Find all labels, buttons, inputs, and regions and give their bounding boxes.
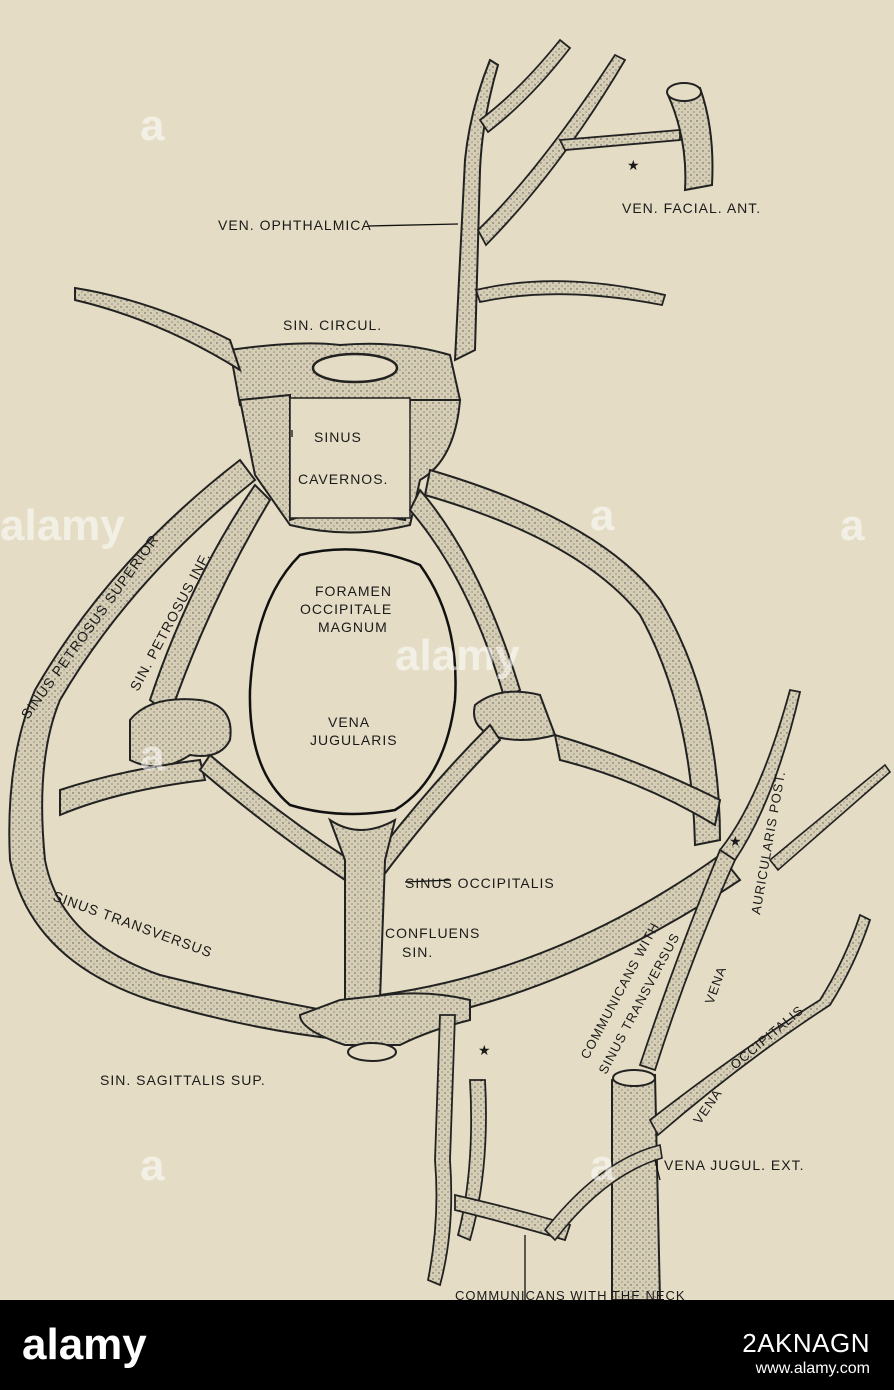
label-sin-sagittalis-sup: SIN. SAGITTALIS SUP. [100, 1072, 266, 1088]
star-marker-2: ★ [729, 833, 743, 849]
watermark-6: a [590, 1141, 615, 1190]
label-ven-ophthalmica: VEN. OPHTHALMICA [218, 217, 372, 233]
venous-diagram: VEN. OPHTHALMICA VEN. FACIAL. ANT. SIN. … [0, 38, 892, 1300]
occipital-center [327, 817, 397, 1001]
right-jugular-bulb [473, 690, 557, 741]
lower-right-branch [543, 1144, 663, 1242]
watermarks: alamy a a a alamy a a a [0, 101, 865, 1190]
occipital-left-vein [198, 753, 352, 882]
vein-network [8, 38, 892, 1300]
right-outer-loop [423, 468, 722, 847]
label-vena-auricularis-vena: VENA [702, 964, 730, 1006]
watermark-3: a [590, 491, 615, 540]
label-magnum: MAGNUM [318, 619, 388, 635]
cavernous-inner [289, 397, 411, 519]
watermark-7: a [140, 731, 165, 780]
left-wing-vein [74, 286, 242, 373]
neck-branch-cross [454, 1193, 572, 1242]
star-marker-1: ★ [627, 157, 641, 173]
jugul-ext-opening [612, 1069, 656, 1087]
footer-logo[interactable]: alamy [22, 1320, 147, 1369]
label-cavernos: CAVERNOS. [298, 471, 388, 487]
diagram-plate: VEN. OPHTHALMICA VEN. FACIAL. ANT. SIN. … [0, 38, 892, 1300]
vena-jugul-ext-vessel [611, 1073, 662, 1300]
label-sinus: SINUS [314, 429, 362, 445]
neck-branch-left [426, 1014, 456, 1287]
label-jugularis: JUGULARIS [310, 732, 398, 748]
label-vena: VENA [328, 714, 370, 730]
label-ven-facial-ant: VEN. FACIAL. ANT. [622, 200, 761, 216]
ophthalmic-branch-3 [474, 280, 667, 307]
vena-occipitalis-vessel [648, 913, 872, 1137]
label-confluens: CONFLUENS [385, 925, 480, 941]
ophthalmic-branch-2 [476, 53, 627, 247]
label-vena-occipitalis-name: OCCIPITALIS [727, 1002, 806, 1072]
right-tributary-branch [768, 763, 892, 872]
sinus-circularis-opening [311, 352, 399, 384]
communicans-transversus-vessel [638, 848, 737, 1072]
vena-auricularis-post-vessel [718, 688, 802, 862]
label-communicans-neck: COMMUNICANS WITH THE NECK [455, 1288, 686, 1300]
image-id: 2AKNAGN [742, 1328, 870, 1358]
watermark-2: a [140, 101, 165, 150]
star-marker-3: ★ [478, 1042, 492, 1058]
label-foramen: FORAMEN [315, 583, 392, 599]
watermark-4: a [140, 1141, 165, 1190]
transverse-right [378, 853, 742, 1027]
ophthalmic-branch-1 [478, 38, 572, 134]
watermark-8: a [840, 501, 865, 550]
leader-lines [291, 223, 661, 1300]
facial-connector [558, 129, 681, 151]
label-sinus-occipitalis: SINUS OCCIPITALIS [405, 875, 555, 891]
label-vena-jugul-ext: VENA JUGUL. EXT. [664, 1157, 804, 1173]
facial-vessel-opening [666, 82, 702, 102]
lower-right-band [553, 733, 722, 827]
lower-left-band [59, 758, 207, 817]
watermark-1: alamy [0, 501, 125, 550]
footer-url[interactable]: www.alamy.com [755, 1360, 870, 1377]
footer-bar: alamy 2AKNAGN www.alamy.com [0, 1300, 894, 1390]
watermark-5: alamy [395, 631, 520, 680]
label-occipitale: OCCIPITALE [300, 601, 392, 617]
foramen-outline [248, 548, 457, 816]
label-sin-circul: SIN. CIRCUL. [283, 317, 382, 333]
ophthalmic-trunk [453, 58, 500, 362]
ven-facial-ant-vessel [666, 86, 714, 192]
sagittal-opening [347, 1042, 397, 1062]
label-sin: SIN. [402, 944, 433, 960]
